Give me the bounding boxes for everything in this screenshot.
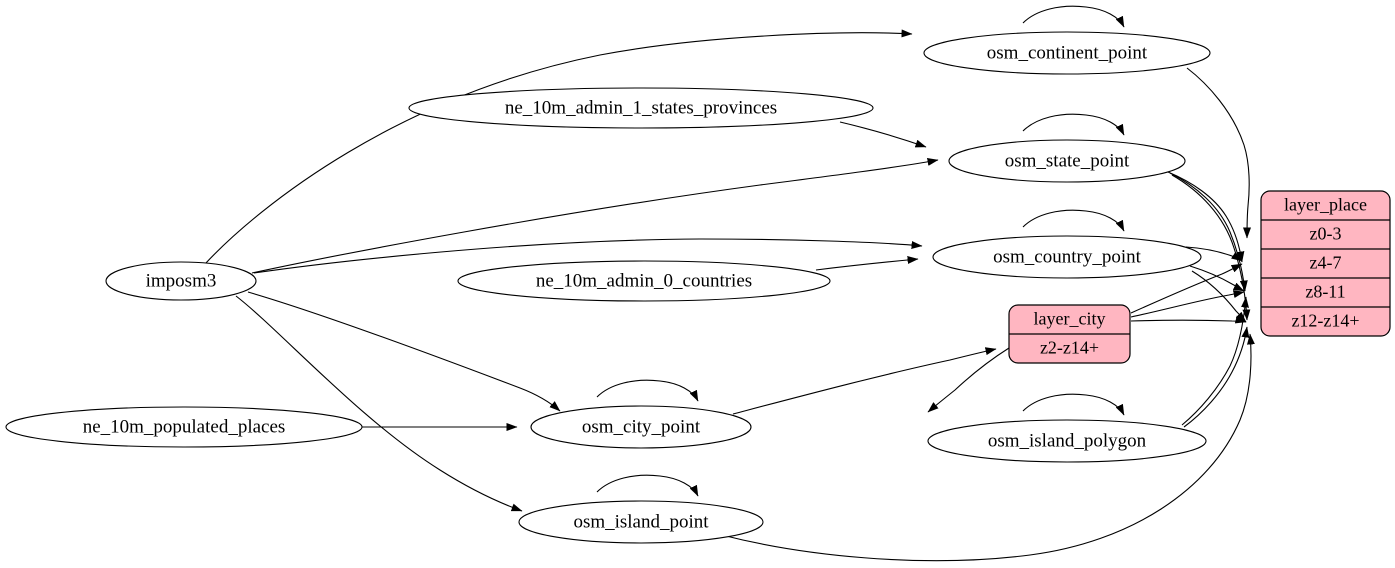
node-label-ne_states: ne_10m_admin_1_states_provinces [505,97,777,118]
node-shape-ne_states [408,87,874,129]
node-shape-osm_island_point [518,500,764,544]
record-layer_place[interactable]: layer_place z0-3 z4-7 z8-11 z12-z14+ [1260,190,1391,337]
edge-self-osm_island_polygon [1022,393,1125,416]
node-ne_states[interactable]: ne_10m_admin_1_states_provinces [408,87,874,129]
node-label-ne_countries: ne_10m_admin_0_countries [536,270,752,291]
node-shape-ne_countries [457,260,831,302]
node-label-osm_island_point: osm_island_point [573,511,709,532]
record-layer_city[interactable]: layer_city z2-z14+ [1008,304,1131,364]
node-shape-osm_continent_point [923,31,1211,75]
edge-self-osm_continent_point [1022,5,1125,28]
node-osm_state_point[interactable]: osm_state_point [948,139,1186,183]
record-row-layer_place-2[interactable]: z4-7 [1310,253,1342,273]
edge-osm_island_polygon-to-layer_place-z8-11 [1181,296,1249,426]
edge-osm_state_point-to-layer_place-z4-7 [1167,171,1245,263]
edge-osm_island_polygon-to-layer_place-z12-z14+ [1183,326,1250,428]
nodes-group: imposm3 ne_10m_admin_1_states_provincesne… [5,31,1391,544]
edge-imposm3-to-osm_city_point [247,291,561,412]
node-shape-osm_island_polygon [927,419,1207,463]
record-row-layer_city-1[interactable]: z2-z14+ [1040,338,1099,358]
node-label-osm_continent_point: osm_continent_point [987,42,1148,63]
edge-osm_country_point-to-layer_place-z8-11 [1189,265,1245,292]
record-row-layer_place-3[interactable]: z8-11 [1305,282,1345,302]
node-label-osm_country_point: osm_country_point [993,246,1141,267]
node-ne_places[interactable]: ne_10m_populated_places [5,406,363,448]
edge-layer_city-to-osm_island_polygon [927,347,1010,413]
edge-imposm3-to-osm_state_point [251,157,939,274]
node-shape-imposm3 [105,261,257,301]
edge-osm_city_point-to-layer_city [732,347,997,415]
edge-osm_country_point-to-layer_place-z4-7 [1185,246,1243,262]
edge-ne_states-to-osm_state_point [839,121,927,148]
node-label-ne_places: ne_10m_populated_places [83,416,286,437]
edge-imposm3-to-osm_continent_point [204,29,913,265]
node-ne_countries[interactable]: ne_10m_admin_0_countries [457,260,831,302]
record-row-layer_place-0[interactable]: layer_place [1284,195,1367,215]
edge-self-osm_country_point [1022,209,1125,232]
edge-ne_countries-to-osm_country_point [815,255,919,271]
record-row-layer_city-0[interactable]: layer_city [1034,309,1106,329]
record-row-layer_place-4[interactable]: z12-z14+ [1291,311,1359,331]
node-osm_island_point[interactable]: osm_island_point [518,500,764,544]
node-shape-osm_state_point [948,139,1186,183]
node-label-osm_state_point: osm_state_point [1005,150,1130,171]
node-osm_island_polygon[interactable]: osm_island_polygon [927,419,1207,463]
edge-self-osm_city_point [596,379,699,402]
edge-osm_island_point-to-layer_place-z12-z14+ [721,333,1255,562]
edge-imposm3-to-osm_country_point [253,238,923,274]
node-shape-osm_country_point [932,235,1202,279]
edge-imposm3-to-osm_island_point [235,295,523,512]
node-osm_city_point[interactable]: osm_city_point [530,405,752,449]
node-imposm3[interactable]: imposm3 [105,261,257,301]
edge-self-osm_island_point [596,474,699,497]
record-box-layer_place [1260,190,1391,337]
node-label-osm_island_polygon: osm_island_polygon [988,430,1147,451]
edge-osm_state_point-to-layer_place-z8-11 [1169,172,1248,292]
node-label-osm_city_point: osm_city_point [582,416,701,437]
node-shape-ne_places [5,406,363,448]
edge-layer_city-to-layer_place-z8-11 [1130,290,1245,318]
node-osm_continent_point[interactable]: osm_continent_point [923,31,1211,75]
edge-layer_city-to-layer_place-z12-z14+ [1130,315,1247,324]
node-label-imposm3: imposm3 [146,270,217,291]
edge-osm_continent_point-to-layer_place-z0-3 [1186,67,1252,239]
edges-group [204,5,1255,562]
node-osm_country_point[interactable]: osm_country_point [932,235,1202,279]
edge-layer_city-to-layer_place-z4-7 [1130,263,1243,314]
record-row-layer_place-1[interactable]: z0-3 [1310,224,1342,244]
node-shape-osm_city_point [530,405,752,449]
edge-self-osm_state_point [1022,113,1125,136]
